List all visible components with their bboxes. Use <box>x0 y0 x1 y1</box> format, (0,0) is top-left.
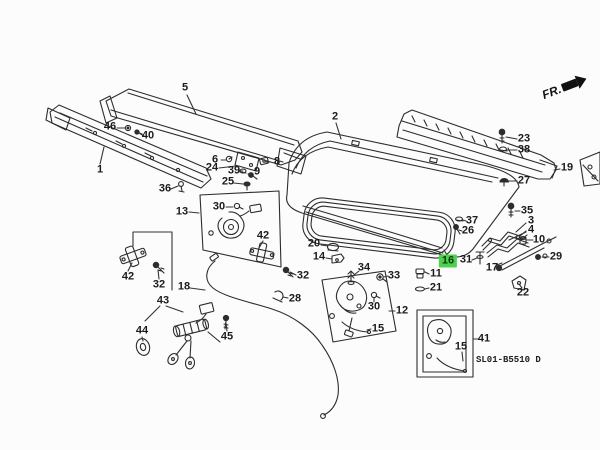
part-label-22[interactable]: 22 <box>516 286 530 299</box>
key-cylinder-drawing <box>135 302 230 370</box>
part-label-27[interactable]: 27 <box>517 174 531 187</box>
leader-lines <box>99 94 561 362</box>
part-label-39[interactable]: 39 <box>227 164 241 177</box>
part-label-44[interactable]: 44 <box>135 324 149 337</box>
part-label-20[interactable]: 20 <box>307 237 321 250</box>
part-label-35[interactable]: 35 <box>520 204 534 217</box>
part-label-12[interactable]: 12 <box>395 304 409 317</box>
part-label-42-2[interactable]: 42 <box>256 229 270 242</box>
trunk-lid-drawing <box>286 131 520 258</box>
part-label-14[interactable]: 14 <box>312 250 326 263</box>
left-joint-parts <box>119 245 165 274</box>
part-label-40[interactable]: 40 <box>141 129 155 142</box>
gas-strut-drawing <box>475 236 557 291</box>
part-label-10[interactable]: 10 <box>532 233 546 246</box>
opener-cable-drawing <box>206 252 339 419</box>
part-label-26[interactable]: 26 <box>461 224 475 237</box>
part-label-16[interactable]: 16 <box>438 254 458 268</box>
part-label-15[interactable]: 15 <box>371 322 385 335</box>
part-label-11[interactable]: 11 <box>430 267 442 280</box>
spoiler-bracket-fasteners <box>225 151 269 191</box>
spoiler-drawing <box>99 88 307 175</box>
part-label-29[interactable]: 29 <box>549 250 563 263</box>
part-label-5[interactable]: 5 <box>181 81 189 94</box>
part-label-6[interactable]: 6 <box>211 153 219 166</box>
part-label-36[interactable]: 36 <box>158 182 172 195</box>
part-label-41[interactable]: 41 <box>477 332 491 345</box>
part-label-30-2[interactable]: 30 <box>367 300 381 313</box>
latch-detail-box <box>321 270 397 343</box>
part-label-25[interactable]: 25 <box>221 175 235 188</box>
part-label-28[interactable]: 28 <box>288 292 302 305</box>
part-label-30[interactable]: 30 <box>212 200 226 213</box>
rear-garnish-drawing <box>396 109 558 235</box>
part-label-43[interactable]: 43 <box>156 294 170 307</box>
striker-parts <box>326 242 426 292</box>
part-label-37[interactable]: 37 <box>465 214 479 227</box>
part-label-32[interactable]: 32 <box>152 278 166 291</box>
part-label-38[interactable]: 38 <box>517 143 531 156</box>
part-label-18[interactable]: 18 <box>177 280 191 293</box>
part-label-46[interactable]: 46 <box>103 120 117 133</box>
part-label-15-2[interactable]: 15 <box>454 340 468 353</box>
part-label-42[interactable]: 42 <box>121 270 135 283</box>
part-label-34[interactable]: 34 <box>357 261 371 274</box>
part-label-33[interactable]: 33 <box>387 269 401 282</box>
diagram-code: SL01-B5510 D <box>476 355 541 365</box>
part-label-13[interactable]: 13 <box>175 205 189 218</box>
part-label-1[interactable]: 1 <box>96 163 104 176</box>
part-label-32-2[interactable]: 32 <box>296 269 310 282</box>
part-label-8[interactable]: 8 <box>273 155 281 168</box>
right-edge-bracket <box>579 151 600 187</box>
actuator-detail-box <box>199 190 294 278</box>
part-label-31[interactable]: 31 <box>459 253 473 266</box>
part-label-45[interactable]: 45 <box>220 330 234 343</box>
part-label-4[interactable]: 4 <box>527 223 535 236</box>
part-label-24[interactable]: 24 <box>205 161 219 174</box>
hinge-drawing <box>481 230 530 258</box>
part-label-21[interactable]: 21 <box>429 281 443 294</box>
weatherstrip-drawing <box>302 197 456 259</box>
part-label-2[interactable]: 2 <box>331 110 339 123</box>
garnish-drawing <box>45 104 212 189</box>
part-label-3[interactable]: 3 <box>527 214 535 227</box>
part-label-23[interactable]: 23 <box>517 132 531 145</box>
part-label-19[interactable]: 19 <box>560 161 574 174</box>
part-label-17[interactable]: 17 <box>485 261 499 274</box>
part-label-9[interactable]: 9 <box>253 165 261 178</box>
cable-clamp-icon <box>272 290 284 303</box>
latch-inset-box <box>416 309 474 378</box>
